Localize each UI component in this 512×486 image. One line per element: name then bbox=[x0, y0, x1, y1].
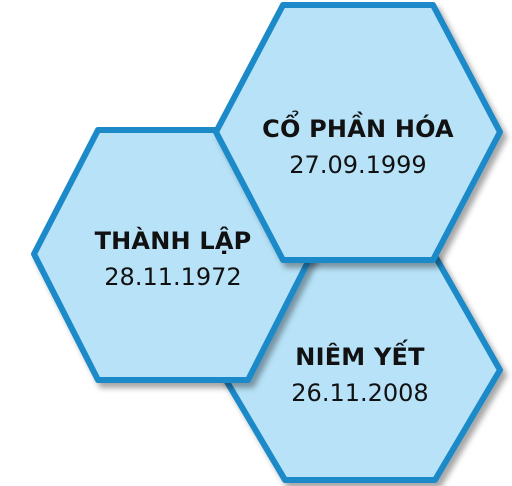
milestone-niem-yet: NIÊM YẾT 26.11.2008 bbox=[248, 342, 472, 408]
milestone-title: CỔ PHẦN HÓA bbox=[262, 115, 454, 143]
milestone-title: NIÊM YẾT bbox=[295, 343, 425, 371]
milestone-date: 27.09.1999 bbox=[289, 151, 427, 179]
milestone-date: 28.11.1972 bbox=[104, 263, 242, 291]
milestone-title: THÀNH LẬP bbox=[94, 227, 252, 255]
milestone-date: 26.11.2008 bbox=[291, 379, 429, 407]
milestone-thanh-lap: THÀNH LẬP 28.11.1972 bbox=[62, 226, 284, 292]
milestone-co-phan-hoa: CỔ PHẦN HÓA 27.09.1999 bbox=[238, 114, 478, 180]
hex-co-phan-hoa bbox=[213, 2, 503, 263]
